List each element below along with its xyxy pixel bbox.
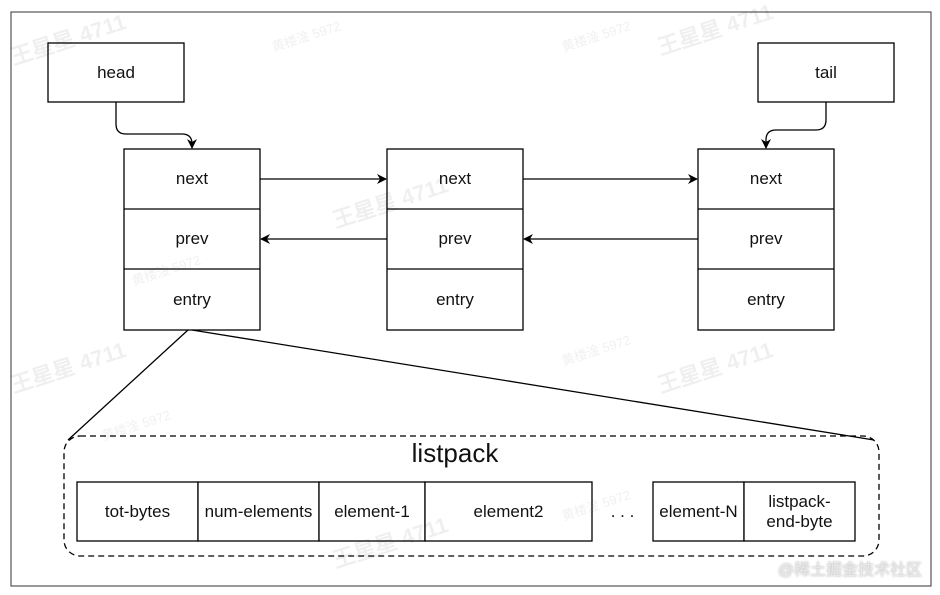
listpack-cell (424, 481, 593, 542)
entry-projection-right (191, 329, 875, 441)
footer-credit: @稀土掘金技术社区 (777, 562, 922, 579)
listpack-cell (76, 481, 199, 542)
outer-frame (10, 11, 932, 587)
tail-pointer-arrow (761, 102, 827, 149)
entry-projection-left (67, 329, 189, 441)
listpack-cell (318, 481, 426, 542)
node-2 (386, 148, 524, 331)
listpack-container (63, 435, 880, 557)
listpack-cell (197, 481, 320, 542)
listpack-cell (652, 481, 745, 542)
head-box (47, 42, 185, 103)
node-3 (697, 148, 835, 331)
listpack-cell (743, 481, 856, 542)
tail-box (757, 42, 895, 103)
node-1 (123, 148, 261, 331)
head-pointer-arrow (115, 102, 197, 149)
